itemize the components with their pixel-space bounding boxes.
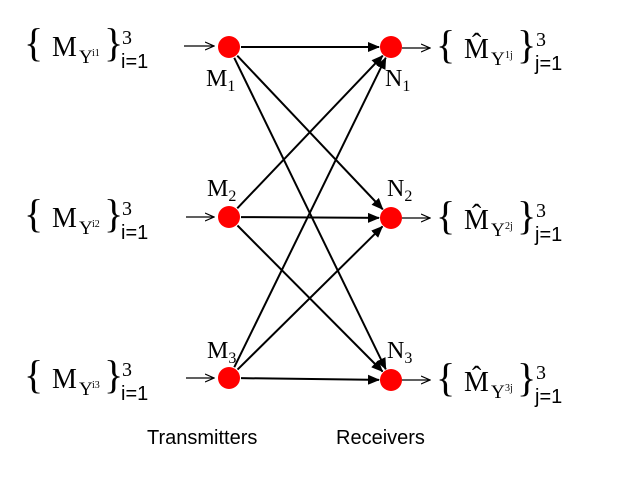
link-m2-n2 [240, 212, 381, 223]
output-sup-3: 3j [505, 383, 513, 394]
output-lower-1: j=1 [534, 53, 562, 75]
output-set-2: { M̂ Y 2j } 3 j=1 [436, 193, 562, 246]
output-upper-2: 3 [536, 200, 546, 222]
output-base-2: M̂ [464, 205, 489, 236]
input-brace-close-3: } [104, 352, 123, 397]
input-sup-3: i3 [92, 380, 100, 391]
transmitter-nodes [218, 36, 240, 389]
input-brace-close-1: } [104, 20, 123, 65]
input-set-1: { M Y i1 } 3 i=1 [24, 20, 148, 73]
receiver-label-2: N2 [387, 176, 412, 205]
output-set-3: { M̂ Y 3j } 3 j=1 [436, 355, 562, 408]
transmitters-caption: Transmitters [147, 427, 257, 449]
input-base-2: M [52, 203, 77, 234]
output-base-3: M̂ [464, 367, 489, 398]
transmitter-label-2: M2 [207, 176, 236, 205]
link-m3-n2 [236, 225, 384, 371]
input-brace-open-2: { [24, 191, 43, 236]
input-set-2: { M Y i2 } 3 i=1 [24, 191, 148, 244]
output-brace-open-2: { [436, 193, 455, 238]
output-sub-3: Y [491, 382, 505, 403]
input-sub-2: Y [79, 218, 93, 239]
output-base-1: M̂ [464, 34, 489, 65]
input-upper-1: 3 [122, 27, 132, 49]
output-sup-2: 2j [505, 221, 513, 232]
input-sup-2: i2 [92, 219, 100, 230]
transmitter-label-3: M3 [207, 338, 236, 367]
input-brace-open-3: { [24, 352, 43, 397]
input-sup-1: i1 [92, 48, 100, 59]
output-sup-1: 1j [505, 50, 513, 61]
transmitter-node-1 [218, 36, 240, 58]
output-sub-1: Y [491, 49, 505, 70]
receiver-label-3: N3 [387, 338, 412, 367]
output-set-1: { M̂ Y 1j } 3 j=1 [436, 22, 562, 75]
output-lower-3: j=1 [534, 386, 562, 408]
receiver-node-3 [380, 369, 402, 391]
transmitter-label-1: M1 [206, 66, 235, 95]
receiver-node-1 [380, 36, 402, 58]
input-sub-3: Y [79, 379, 93, 400]
output-brace-close-2: } [517, 193, 536, 238]
output-brace-open-1: { [436, 22, 455, 67]
node-labels: M1 M2 M3 N1 N2 N3 [206, 66, 412, 367]
transmitter-node-3 [218, 367, 240, 389]
output-brace-close-1: } [517, 22, 536, 67]
link-m3-n3 [240, 374, 381, 385]
output-sub-2: Y [491, 220, 505, 241]
output-upper-1: 3 [536, 29, 546, 51]
transmitter-node-2 [218, 206, 240, 228]
input-lower-1: i=1 [121, 51, 148, 73]
input-sub-1: Y [79, 47, 93, 68]
receiver-nodes [380, 36, 402, 391]
link-m3-n1 [233, 56, 387, 368]
output-lower-2: j=1 [534, 224, 562, 246]
output-brace-close-3: } [517, 355, 536, 400]
output-upper-3: 3 [536, 362, 546, 384]
receivers-caption: Receivers [336, 427, 425, 449]
link-group [233, 42, 387, 385]
input-brace-open-1: { [24, 20, 43, 65]
output-brace-open-3: { [436, 355, 455, 400]
input-upper-2: 3 [122, 198, 132, 220]
input-upper-3: 3 [122, 359, 132, 381]
receiver-label-1: N1 [385, 66, 410, 95]
input-set-3: { M Y i3 } 3 i=1 [24, 352, 148, 405]
input-base-3: M [52, 364, 77, 395]
input-brace-close-2: } [104, 191, 123, 236]
io-arrows [184, 46, 430, 380]
input-lower-2: i=1 [121, 222, 148, 244]
receiver-node-2 [380, 207, 402, 229]
input-lower-3: i=1 [121, 383, 148, 405]
input-base-1: M [52, 32, 77, 63]
link-m2-n1 [236, 54, 384, 210]
